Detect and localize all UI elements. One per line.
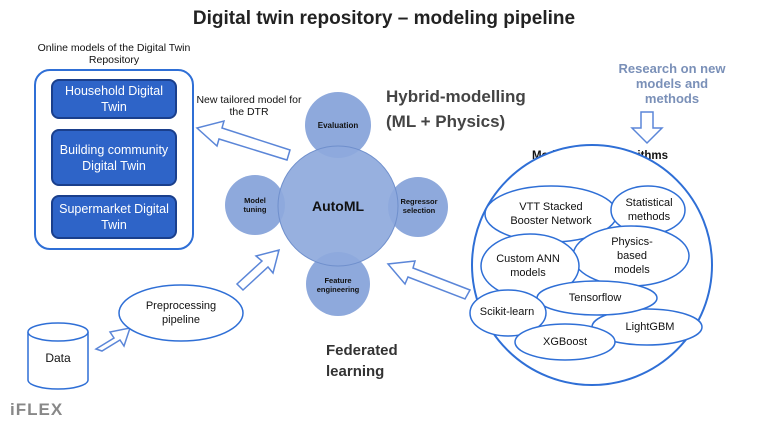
- feature-engineering-circle: [306, 252, 370, 316]
- arrow-data-to-preprocessing: [94, 327, 132, 352]
- regressor-selection-circle: [388, 177, 448, 237]
- statistical-methods-label: Statistical methods: [625, 197, 673, 223]
- data-cylinder-body: [27, 332, 89, 390]
- building-community-twin-box: Building community Digital Twin: [51, 129, 177, 186]
- data-label: Data: [45, 351, 71, 365]
- tensorflow-label: Tensorflow: [568, 292, 622, 304]
- automl-label: AutoML: [311, 198, 365, 214]
- feature-engineering-label: Feature engineering: [316, 276, 360, 294]
- hybrid-modelling-label: Hybrid-modelling(ML + Physics): [386, 87, 526, 131]
- preprocessing-label: Preprocessing pipeline: [145, 300, 217, 326]
- model-tuning-circle: [225, 175, 285, 235]
- digital-twin-repository: Household Digital Twin Building communit…: [34, 69, 194, 250]
- automl-circle: [277, 145, 399, 267]
- scikit-learn-label: Scikit-learn: [479, 306, 535, 318]
- repository-caption: Online models of the Digital Twin Reposi…: [37, 42, 191, 66]
- physics-based-label: Physics-based models: [611, 236, 653, 276]
- research-label: Research on new models and methods: [618, 61, 726, 106]
- model-tuning-label: Model tuning: [243, 196, 267, 214]
- preprocessing-ellipse: [118, 284, 244, 342]
- evaluation-label: Evaluation: [317, 120, 359, 130]
- regressor-selection-label: Regressor selection: [400, 197, 438, 215]
- evaluation-circle: [305, 92, 371, 158]
- xgboost-label: XGBoost: [542, 336, 588, 348]
- data-cylinder-top: [27, 322, 89, 342]
- arrow-research-down: [630, 111, 664, 145]
- arrow-preprocessing-to-automl: [235, 248, 281, 292]
- vtt-stacked-booster-label: VTT Stacked Booster Network: [510, 201, 592, 227]
- diagram-title: Digital twin repository – modeling pipel…: [192, 8, 576, 29]
- iflex-logo: iFLEX: [10, 400, 64, 419]
- scikit-learn-ellipse: [469, 289, 547, 337]
- tailored-model-note: New tailored model for the DTR: [196, 94, 302, 118]
- arrow-from-algorithms: [386, 260, 472, 300]
- supermarket-twin-box: Supermarket Digital Twin: [51, 195, 177, 239]
- arrow-to-repository: [195, 119, 291, 161]
- household-twin-box: Household Digital Twin: [51, 79, 177, 119]
- custom-ann-label: Custom ANN models: [496, 253, 560, 279]
- xgboost-ellipse: [514, 323, 616, 361]
- lightgbm-label: LightGBM: [625, 321, 675, 333]
